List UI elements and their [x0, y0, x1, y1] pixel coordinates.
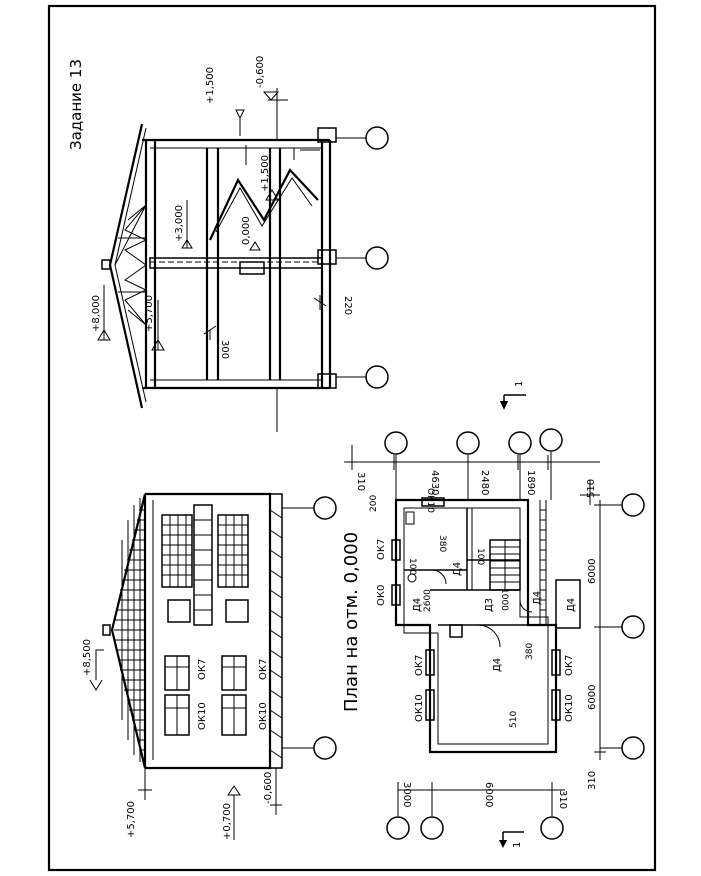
plan-label-ok10-c: ОК10	[564, 694, 575, 722]
plan-label-ok7-c: ОК7	[564, 655, 575, 676]
section-level-attic: +5,700	[144, 295, 155, 332]
plan-dim-top-4: 1890	[525, 470, 536, 495]
facade-drawing	[89, 492, 337, 840]
plan-label-d4d: Д4	[566, 598, 577, 612]
plan-label-d4a: Д4	[452, 562, 463, 576]
plan-dim-bottom-3: 310	[557, 790, 568, 809]
axis-marker	[384, 431, 408, 455]
section-dim-slab: 220	[342, 296, 353, 315]
facade-level-eaves: +5,700	[126, 801, 137, 838]
plan-dim-bottom-1: 3000	[401, 782, 412, 807]
axis-marker	[539, 428, 563, 452]
facade-level-ridge: +8,500	[82, 639, 93, 676]
plan-dim-top	[344, 445, 600, 470]
axis-marker	[313, 736, 337, 760]
plan-dim-bottom	[397, 782, 565, 800]
section-level-zero: 0,000	[241, 216, 252, 245]
section-drawing	[97, 88, 389, 432]
section-level-ground-b: -0,600	[255, 56, 266, 88]
plan-outer-walls	[394, 498, 558, 754]
section-stairs	[209, 168, 319, 241]
plan-label-ok7-a: ОК7	[376, 539, 387, 560]
section-level-ground-a: +1,500	[205, 67, 216, 104]
section-ridge	[101, 259, 111, 270]
axis-marker	[365, 246, 389, 270]
plan-label-ok0: ОК0	[376, 585, 387, 606]
axis-marker	[313, 496, 337, 520]
svg-text:1: 1	[512, 842, 523, 848]
plan-label-d4b: Д4	[412, 598, 423, 612]
plan-label-d4c: Д4	[532, 591, 543, 605]
section-outer-walls	[142, 138, 330, 390]
axis-marker	[420, 816, 444, 840]
plan-porch	[555, 579, 581, 629]
plan-label-380a: 380	[437, 535, 447, 552]
plan-label-510: 510	[509, 711, 519, 728]
axis-marker	[365, 126, 389, 150]
section-level-roof-top: +8,000	[91, 295, 102, 332]
plan-dim-top-right: 510	[586, 479, 597, 498]
plan-cut-marker: 1	[499, 831, 524, 848]
svg-text:1: 1	[514, 381, 525, 387]
sheet-frame	[47, 4, 657, 872]
axis-marker	[456, 431, 480, 455]
plan-label-d3: Д3	[484, 598, 495, 612]
plan-label-200: 200	[369, 495, 379, 512]
axis-marker	[621, 736, 645, 760]
plan-label-1000: 1000	[499, 588, 509, 611]
plan-label-100a: 100	[407, 558, 417, 575]
facade-attic-window-right	[217, 514, 249, 588]
section-dim-wall: 300	[219, 340, 230, 359]
floor-plan	[344, 428, 645, 840]
facade-level-sill: +0,700	[222, 803, 233, 840]
plan-label-d4e: Д4	[492, 658, 503, 672]
plan-dim-right-2: 6000	[587, 685, 598, 710]
plan-title: План на отм. 0,000	[341, 532, 362, 712]
facade-label-ok7-a: ОК7	[197, 659, 208, 680]
facade-label-ok7-b: ОК7	[258, 659, 269, 680]
plan-dim-bottom-2: 6000	[483, 782, 494, 807]
plan-dim-top-3: 2480	[479, 470, 490, 495]
section-cut-marker: 1	[500, 381, 526, 410]
plan-dim-top-2: 4630	[429, 470, 440, 495]
section-level-floor2: +3,000	[174, 205, 185, 242]
section-floors	[205, 148, 282, 380]
plan-label-ok7-b: ОК7	[414, 655, 425, 676]
axis-marker	[540, 816, 564, 840]
axis-marker	[386, 816, 410, 840]
plan-label-100b: 100	[475, 548, 485, 565]
section-truss	[114, 204, 148, 326]
plan-dim-right-3: 310	[587, 771, 598, 790]
axis-marker	[621, 615, 645, 639]
plan-label-2600: 2600	[423, 589, 433, 612]
facade-level-ground: -0,600	[263, 772, 274, 804]
facade-attic-window-left	[161, 514, 193, 588]
plan-dim-right-1: 6000	[587, 559, 598, 584]
plan-dim-top-1: 310	[355, 472, 366, 491]
plan-label-ok10-top: ОК10	[425, 488, 435, 513]
task-title: Задание 13	[67, 59, 85, 150]
facade-label-ok10-b: ОК10	[258, 702, 269, 730]
plan-label-380b: 380	[525, 643, 535, 660]
section-level-landing: +1,500	[260, 155, 271, 192]
axis-marker	[508, 431, 532, 455]
facade-label-ok10-a: ОК10	[197, 702, 208, 730]
axis-marker	[365, 365, 389, 389]
axis-marker	[621, 493, 645, 517]
plan-label-ok10-b: ОК10	[414, 694, 425, 722]
plan-dim-right	[594, 500, 606, 760]
